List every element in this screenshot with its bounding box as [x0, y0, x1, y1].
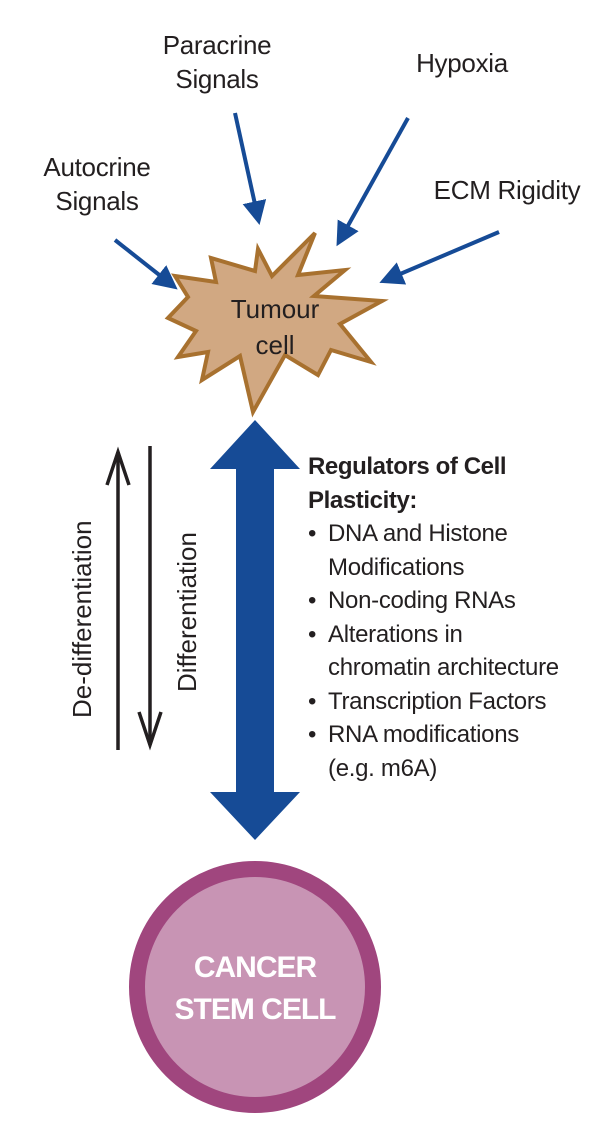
regulator-item: • DNA and Histone Modifications	[308, 517, 606, 584]
autocrine-signals-label: Autocrine Signals	[43, 152, 151, 216]
tumour-cell-label: Tumour cell	[230, 294, 320, 360]
bullet-icon: •	[308, 620, 317, 648]
dedifferentiation-label: De-differentiation	[67, 520, 97, 718]
regulator-item: • Non-coding RNAs	[308, 584, 606, 618]
bullet-icon: •	[308, 520, 317, 547]
ecm-arrow	[379, 230, 500, 285]
cancer-stem-cell-label: CANCER STEM CELL	[174, 951, 337, 1026]
regulator-item: • RNA modifications (e.g. m6A)	[308, 718, 606, 785]
bullet-icon: •	[308, 721, 317, 748]
differentiation-label: Differentiation	[172, 532, 202, 692]
bullet-icon: •	[308, 687, 317, 715]
dedifferentiation-arrow-head	[105, 446, 131, 486]
hypoxia-arrow	[336, 117, 410, 247]
differentiation-arrow-head	[137, 711, 163, 751]
hypoxia-label: Hypoxia	[416, 48, 508, 78]
ecm-rigidity-label: ECM Rigidity	[433, 175, 581, 205]
regulator-item: • Transcription Factors	[308, 685, 606, 719]
autocrine-arrow	[113, 238, 178, 290]
paracrine-arrow	[233, 112, 267, 226]
regulator-item: • Alterations in chromatin architecture	[308, 618, 606, 685]
bullet-icon: •	[308, 587, 317, 614]
regulators-title: Regulators of Cell Plasticity:	[308, 453, 507, 514]
regulators-list: • DNA and Histone Modifications • Non-co…	[308, 517, 606, 785]
cancer-stem-cell-circle	[129, 861, 381, 1113]
tumour-cell-shape	[164, 231, 389, 418]
plasticity-double-arrow	[210, 420, 300, 840]
paracrine-signals-label: Paracrine Signals	[162, 30, 272, 94]
regulators-panel: Regulators of Cell Plasticity: • DNA and…	[308, 450, 606, 785]
